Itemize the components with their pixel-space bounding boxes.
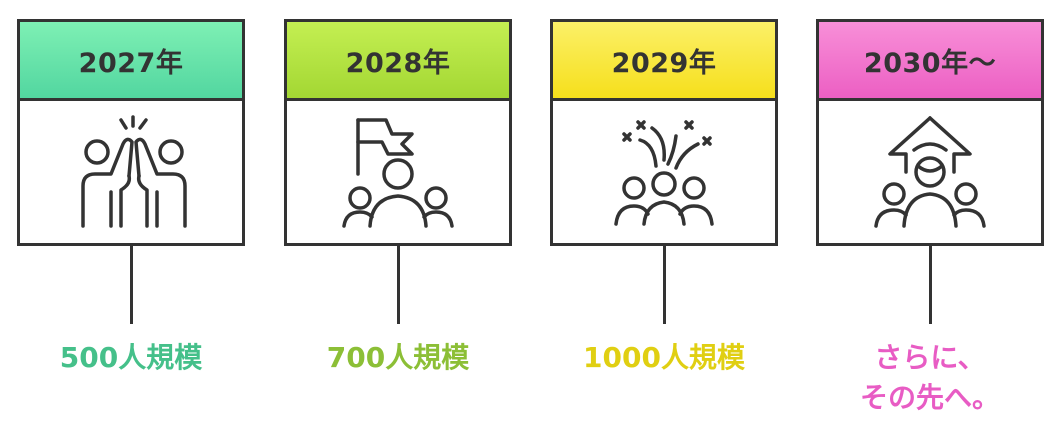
year-header-2030: 2030年〜 [819,22,1041,101]
caption-2027: 500人規模 [1,338,261,378]
year-header-2028: 2028年 [287,22,509,101]
team-flag-icon [342,117,454,228]
caption-2029-line-1: 1000人規模 [583,341,745,374]
caption-2030: さらに、 その先へ。 [800,338,1060,418]
icon-area-2030 [819,101,1041,246]
high-five-icon [81,114,187,228]
roadmap-card-2027: 2027年 [17,19,245,246]
roadmap-card-2030: 2030年〜 [816,19,1044,246]
connector-2029 [663,246,666,324]
roadmap-card-2028: 2028年 [284,19,512,246]
caption-2030-line-1: さらに、 [874,341,986,374]
caption-2028: 700人規模 [268,338,528,378]
growth-arrow-team-icon [874,115,986,228]
caption-2029: 1000人規模 [534,338,794,378]
caption-2027-line-1: 500人規模 [59,341,203,374]
icon-area-2027 [20,101,242,246]
caption-2030-line-2: その先へ。 [859,381,1000,414]
year-header-2029: 2029年 [553,22,775,101]
connector-2027 [130,246,133,324]
connector-2030 [929,246,932,324]
icon-area-2028 [287,101,509,246]
year-header-2027: 2027年 [20,22,242,101]
icon-area-2029 [553,101,775,246]
connector-2028 [397,246,400,324]
roadmap-card-2029: 2029年 [550,19,778,246]
caption-2028-line-1: 700人規模 [326,341,470,374]
celebration-group-icon [614,119,714,226]
